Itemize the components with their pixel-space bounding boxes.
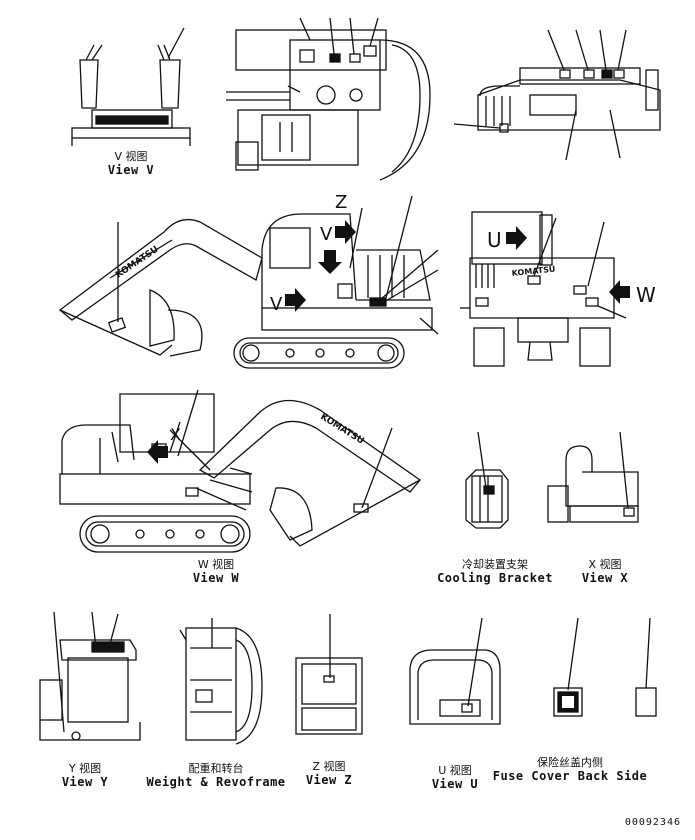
marker-u: U bbox=[487, 228, 502, 252]
arrow-u bbox=[506, 226, 527, 250]
caption-weight-revoframe-cn: 配重和转台 bbox=[188, 762, 244, 775]
view-v-drawing bbox=[71, 27, 191, 146]
arrow-down bbox=[318, 250, 342, 274]
caption-fuse-cover: 保险丝盖内侧 Fuse Cover Back Side bbox=[488, 756, 652, 783]
caption-view-w-en: View W bbox=[192, 571, 240, 585]
caption-view-y: Y 视图 View Y bbox=[50, 762, 120, 789]
fuse-cover-drawing bbox=[553, 617, 657, 717]
view-y-drawing bbox=[39, 611, 141, 741]
boom-brand-lettering-right: KOMATSU bbox=[318, 412, 365, 447]
arrow-v-upper bbox=[335, 220, 356, 244]
caption-view-x-cn: X 视图 bbox=[588, 558, 622, 571]
caption-weight-revoframe: 配重和转台 Weight & Revoframe bbox=[146, 762, 286, 789]
marker-v-lower: V bbox=[270, 294, 283, 315]
marker-w: W bbox=[636, 283, 656, 307]
arrow-w bbox=[609, 280, 630, 304]
caption-view-u-cn: U 视图 bbox=[438, 764, 472, 777]
caption-view-w: W 视图 View W bbox=[176, 558, 256, 585]
view-x-drawing bbox=[547, 431, 639, 523]
caption-view-y-en: View Y bbox=[61, 775, 109, 789]
caption-view-z-en: View Z bbox=[305, 773, 353, 787]
caption-view-w-cn: W 视图 bbox=[197, 558, 235, 571]
top-view-drawing bbox=[226, 17, 431, 181]
cooling-bracket-drawing bbox=[465, 431, 509, 529]
caption-view-x-en: View X bbox=[581, 571, 629, 585]
marker-z: Z bbox=[335, 192, 347, 213]
caption-view-v-cn: V 视图 bbox=[114, 150, 148, 163]
caption-cooling-bracket-en: Cooling Bracket bbox=[437, 571, 553, 585]
view-w-drawing bbox=[59, 389, 421, 553]
top-right-side-drawing bbox=[453, 29, 661, 161]
caption-view-v-en: View V bbox=[107, 163, 155, 177]
caption-fuse-cover-cn: 保险丝盖内侧 bbox=[537, 756, 603, 769]
caption-view-u: U 视图 View U bbox=[420, 764, 490, 791]
view-u-drawing bbox=[409, 617, 501, 725]
arrow-v-lower bbox=[285, 288, 306, 312]
arrow-x bbox=[147, 440, 168, 464]
caption-view-y-cn: Y 视图 bbox=[68, 762, 102, 775]
marker-v-upper: V bbox=[320, 224, 333, 245]
rear-view-drawing bbox=[460, 211, 627, 367]
marker-x: X bbox=[170, 425, 181, 444]
left-side-excavator-drawing bbox=[58, 195, 439, 369]
view-z-drawing bbox=[295, 614, 363, 735]
caption-cooling-bracket-cn: 冷却装置支架 bbox=[462, 558, 528, 571]
weight-revoframe-drawing bbox=[179, 618, 263, 745]
boom-brand-lettering-left: KOMATSU bbox=[114, 245, 161, 281]
caption-view-v: V 视图 View V bbox=[96, 150, 166, 177]
caption-cooling-bracket: 冷却装置支架 Cooling Bracket bbox=[430, 558, 560, 585]
caption-view-z-cn: Z 视图 bbox=[312, 760, 346, 773]
caption-view-z: Z 视图 View Z bbox=[294, 760, 364, 787]
caption-view-x: X 视图 View X bbox=[570, 558, 640, 585]
part-number: 00092346 bbox=[624, 817, 681, 828]
caption-view-u-en: View U bbox=[431, 777, 479, 791]
caption-weight-revoframe-en: Weight & Revoframe bbox=[146, 775, 286, 789]
caption-fuse-cover-en: Fuse Cover Back Side bbox=[492, 769, 648, 783]
